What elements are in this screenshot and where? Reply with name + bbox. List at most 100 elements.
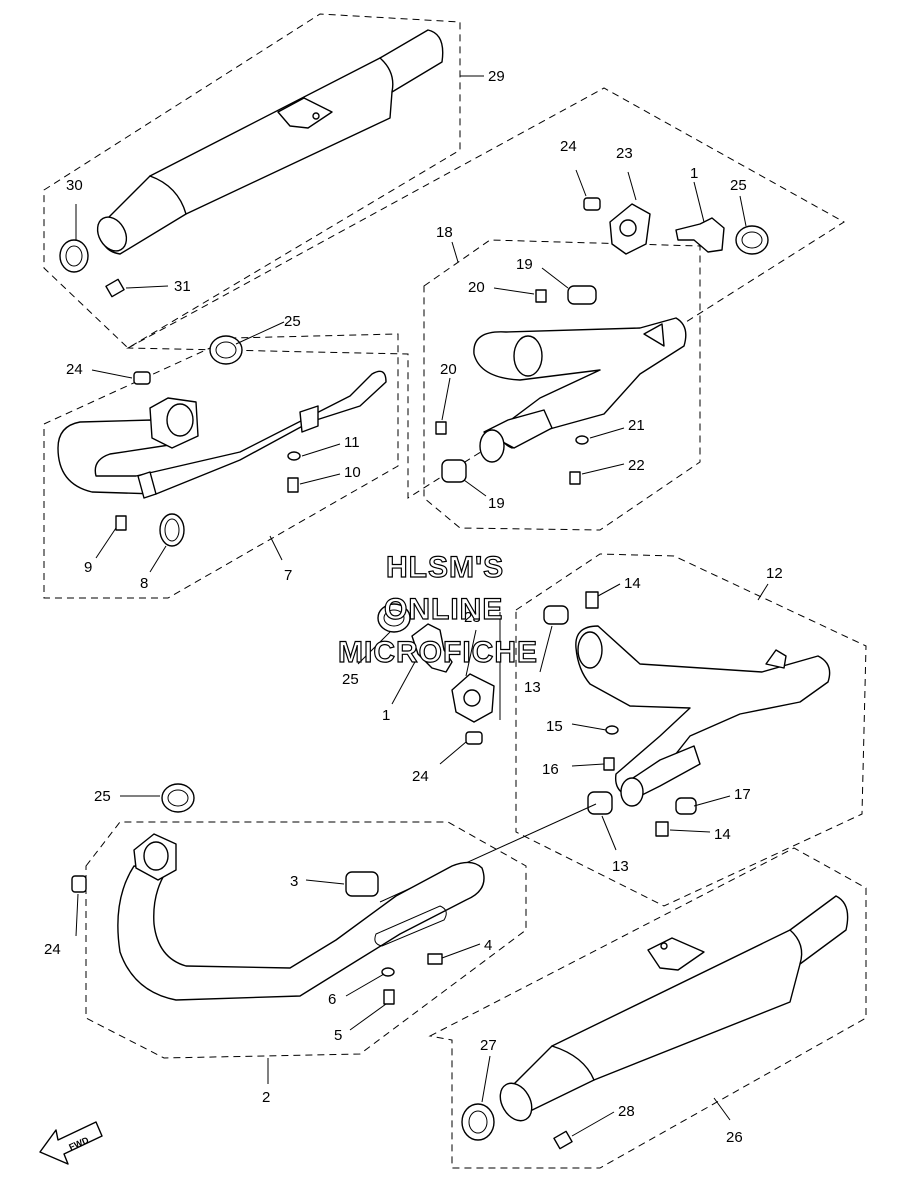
middle-loose-parts: 23 25 1 24 [342,603,501,785]
callout-15: 15 [546,718,563,735]
joint-pipe-12-outlet [620,777,644,807]
flange-23-hole [619,219,637,237]
watermark-line-1: HLSM'S [386,551,504,584]
gasket-25d [161,783,195,813]
leader-23b [465,629,477,677]
gasket-25c [377,603,411,633]
gasket-30 [59,239,89,273]
leader-14b [669,829,711,833]
callout-7: 7 [284,567,292,584]
leader-24a [575,169,587,197]
leader-31 [125,285,169,289]
bolt-5 [383,989,395,1005]
bolt-16 [603,757,615,771]
screw-31 [105,278,125,298]
callout-12: 12 [766,565,783,582]
callout-23b: 23 [464,609,481,626]
cap-24c [465,731,483,745]
muffler-26-outlet [499,1082,533,1122]
damper-17 [675,797,697,815]
leader-13b [601,815,617,851]
callout-14b: 14 [714,826,731,843]
gasket-25c-inner [383,609,405,627]
leader-27 [481,1055,491,1103]
gasket-25d-inner [167,789,189,807]
callout-13a: 13 [524,679,541,696]
leader-4 [441,943,481,959]
callout-11: 11 [344,434,360,451]
gasket-25 [735,225,769,255]
head-pipe-7-tab [137,471,157,499]
gasket-25b-inner [215,341,237,359]
callout-25b: 25 [284,313,301,330]
callout-27: 27 [480,1037,497,1054]
muffler-26-bracket-hole [660,942,668,950]
bracket-hole [312,112,320,120]
callout-20a: 20 [468,279,485,296]
joint-pipe-assembly-12: 14 13 15 16 17 14 13 12 [379,553,867,907]
callout-3: 3 [290,873,298,890]
callout-20b: 20 [440,361,457,378]
callout-4: 4 [484,937,492,954]
muffler-assembly-26: 27 28 26 [428,847,867,1169]
cap-24b [133,371,151,385]
callout-18: 18 [436,224,453,241]
leader-19a [541,267,569,289]
callout-14a: 14 [624,575,641,592]
callout-16: 16 [542,761,559,778]
screw-28 [553,1130,573,1150]
leader-11 [301,443,341,457]
fwd-arrow-shape [39,1121,103,1165]
leader-25c [357,631,391,665]
gasket-25b [209,335,243,365]
callout-6: 6 [328,991,336,1008]
callout-21: 21 [628,417,645,434]
head-pipe-assembly-2: 25 3 4 6 5 24 2 [44,783,527,1106]
leader-26 [713,1097,731,1121]
callout-31: 31 [174,278,191,295]
leader-18 [451,241,459,263]
leader-20b [441,377,451,421]
washer-6 [381,967,395,977]
leader-13a [539,625,553,673]
joint-pipe-assembly-18: 24 23 1 25 18 19 20 20 21 22 19 [423,138,769,531]
bolt-4 [427,953,443,965]
washer-15 [605,725,619,735]
callout-30: 30 [66,177,83,194]
leader-8 [149,545,167,573]
muffler-seam-rear [379,57,394,93]
leader-12 [757,583,769,601]
leader-15 [571,723,607,731]
leader-22 [581,463,625,475]
bolt-14-lower [655,821,669,837]
group-outline-29 [43,13,461,349]
head-pipe-2-slot [374,905,447,947]
callout-1a: 1 [690,165,698,182]
spacer-3 [345,871,379,897]
head-pipe-assembly-7: 25 24 11 10 9 8 7 [43,313,399,599]
joint-pipe-12-inlet [577,631,603,669]
callout-26: 26 [726,1129,743,1146]
leader-3 [305,879,345,885]
gasket-25-inner [741,231,763,249]
leader-5 [349,1003,387,1031]
callout-19b: 19 [488,495,505,512]
muffler-26-seam-rear [789,929,803,965]
leader-19b [463,479,487,497]
leader-23a [627,171,637,201]
leader-1a [693,181,705,223]
callout-2: 2 [262,1089,270,1106]
callout-5: 5 [334,1027,342,1044]
callout-10: 10 [344,464,361,481]
head-pipe-7-bracket [299,405,319,433]
callout-13b: 13 [612,858,629,875]
muffler-outlet [96,216,128,252]
leader-24b [91,369,133,379]
spacer-13-lower [587,791,613,815]
stud-1b [411,623,453,673]
gasket-30-inner [65,245,83,267]
leader-20a [493,287,535,295]
muffler-body-26 [504,895,849,1115]
bolt-10 [287,477,299,493]
